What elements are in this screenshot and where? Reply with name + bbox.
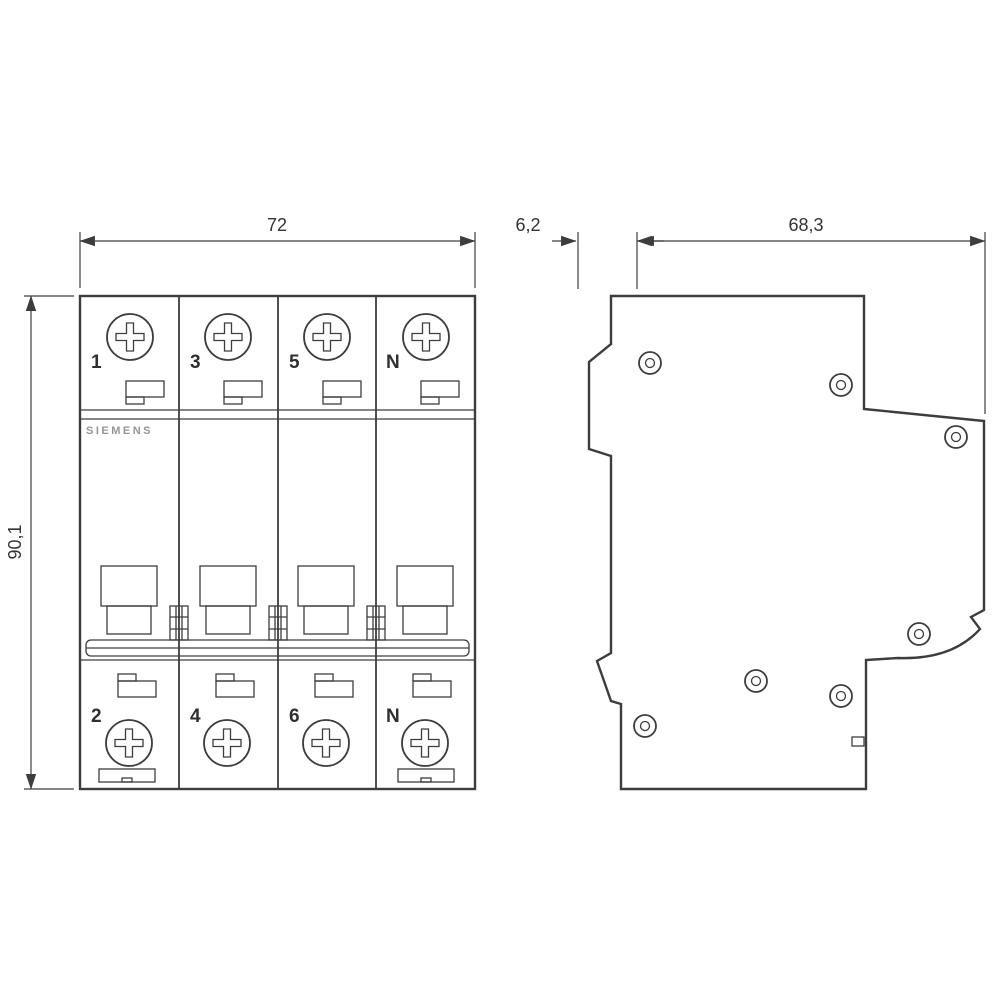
side-view bbox=[587, 294, 986, 791]
brand-label: SIEMENS bbox=[86, 425, 153, 437]
dimension-label-side-offset: 6,2 bbox=[515, 215, 540, 235]
side-detail-notch bbox=[851, 736, 865, 747]
front-view: 1 3 5 N SIEMENS 2 4 6 N bbox=[78, 294, 477, 791]
dimension-label-front-height: 90,1 bbox=[5, 524, 25, 559]
pole-label-top-n: N bbox=[386, 352, 400, 373]
dimension-label-front-width: 72 bbox=[267, 215, 287, 235]
side-body-outline bbox=[587, 294, 986, 791]
pole-label-top-1: 1 bbox=[91, 352, 102, 373]
pole-label-bottom-6: 6 bbox=[289, 706, 300, 727]
pole-label-bottom-2: 2 bbox=[91, 706, 102, 727]
pole-label-bottom-n: N bbox=[386, 706, 400, 727]
pole-label-bottom-4: 4 bbox=[190, 706, 201, 727]
dimension-annotations: 72 90,1 6,2 68,3 bbox=[5, 215, 986, 790]
pole-label-top-5: 5 bbox=[289, 352, 300, 373]
dimension-label-side-depth: 68,3 bbox=[788, 215, 823, 235]
pole-label-top-3: 3 bbox=[190, 352, 201, 373]
